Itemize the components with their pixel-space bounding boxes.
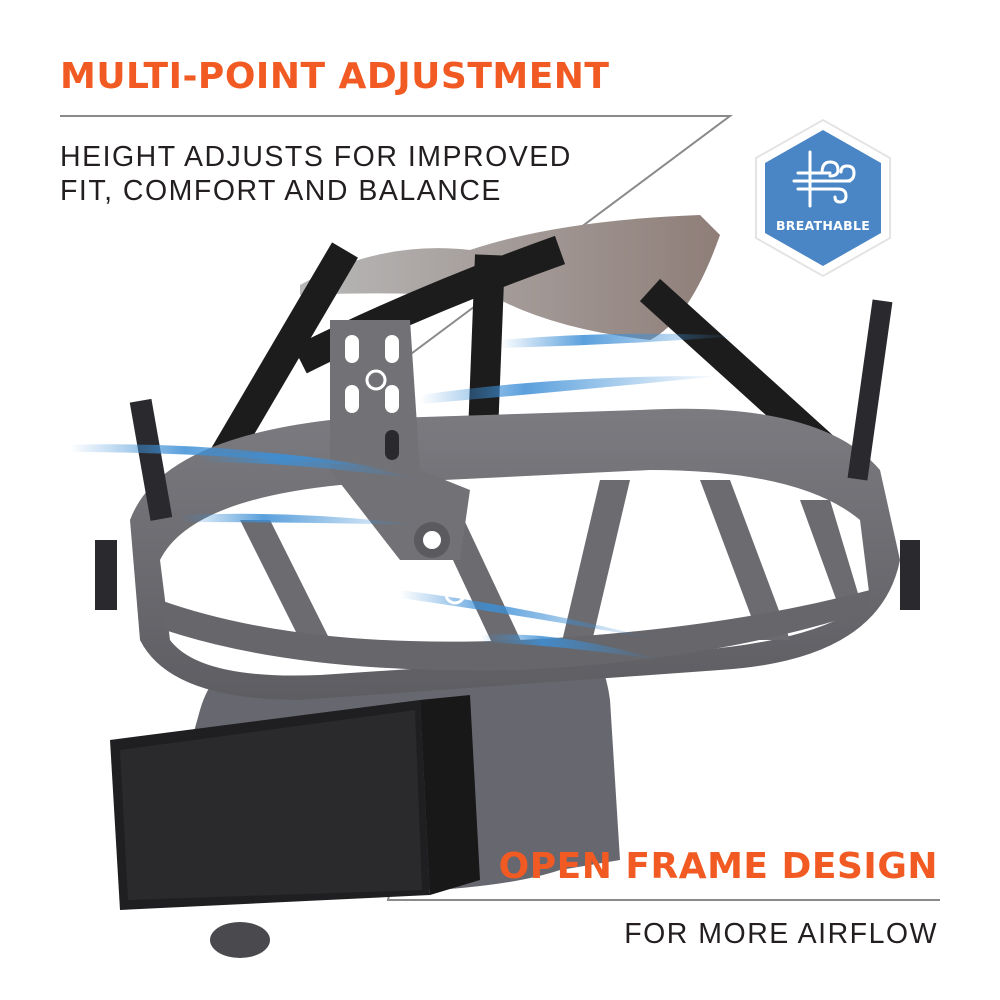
callout-dot-adjustment [365,369,387,391]
callout-headline-multipoint-adjustment: MULTI-POINT ADJUSTMENT [60,56,610,97]
callout-headline-open-frame-design: OPEN FRAME DESIGN [498,846,938,887]
callout-description-multipoint-adjustment: HEIGHT ADJUSTS FOR IMPROVED FIT, COMFORT… [60,140,660,208]
badge-label: BREATHABLE [775,218,871,233]
description-line-1: HEIGHT ADJUSTS FOR IMPROVED [60,141,572,173]
callout-dot-frame [444,583,466,605]
description-line-2: FIT, COMFORT AND BALANCE [60,175,502,207]
callout-description-open-frame-design: FOR MORE AIRFLOW [624,918,938,950]
wind-icon [792,150,856,208]
airflow-streaks [70,333,740,660]
side-clips [95,299,920,610]
height-adjustment-bracket [330,320,470,560]
breathable-badge: BREATHABLE [752,118,894,278]
